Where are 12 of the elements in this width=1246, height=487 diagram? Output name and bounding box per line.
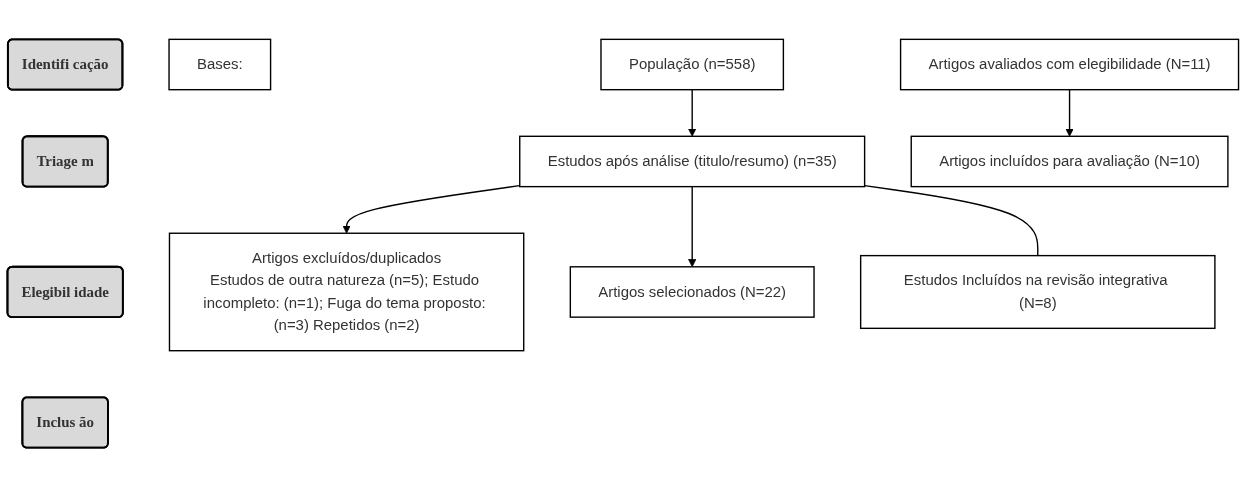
node-box: Artigos avaliados com elegibilidade (N=11) bbox=[899, 38, 1240, 91]
node-box: Artigos selecionados (N=22) bbox=[569, 266, 815, 318]
node-box: Bases: bbox=[168, 38, 272, 91]
arrow bbox=[688, 185, 697, 268]
node-box: Estudos Incluídos na revisão integrativa (N=8) bbox=[859, 254, 1216, 330]
node-box: Estudos após análise (titulo/resumo) (n=35) bbox=[519, 135, 866, 188]
node-box: Artigos excluídos/duplicados Estudos de outra natureza (n=5); Estudo incompleto: (n=1); Fuga do tema proposto: (n=3) Repetidos (n=2) bbox=[168, 232, 525, 352]
arrow bbox=[688, 89, 697, 137]
node-box: Artigos incluídos para avaliação (N=10) bbox=[910, 135, 1229, 188]
arrow bbox=[1065, 89, 1074, 137]
connector bbox=[863, 184, 1039, 257]
node-box: População (n=558) bbox=[600, 38, 785, 91]
